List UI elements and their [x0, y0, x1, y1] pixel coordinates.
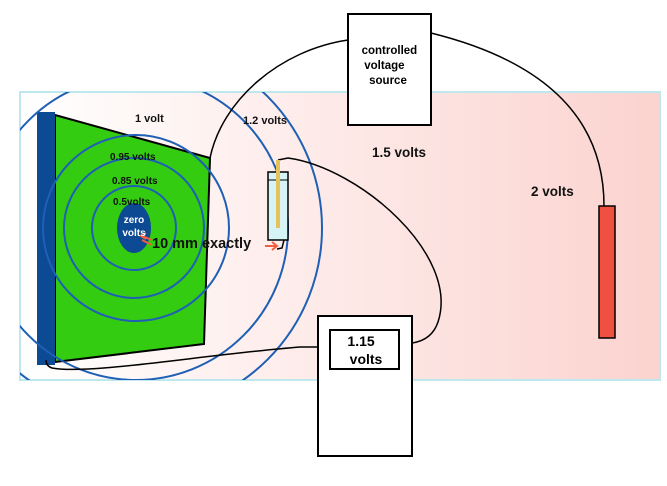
source-label-1: controlled: [362, 45, 418, 57]
label-0.95-volts: 0.95 volts: [110, 152, 156, 163]
equipotential-0.5: [91, 185, 177, 271]
wire-source-to-electrode: [430, 32, 605, 207]
source-label-3: source: [369, 75, 407, 87]
meter-label: 1.15 volts: [347, 333, 382, 367]
source-label: controlled voltage source: [362, 45, 421, 87]
equipotential-0.95: [42, 134, 230, 322]
label-2-volts: 2 volts: [531, 184, 574, 199]
label-1.2-volts: 1.2 volts: [243, 115, 287, 127]
probe-wire-tip: [276, 160, 280, 228]
meter-unit: volts: [350, 351, 383, 367]
probe-tip: [276, 239, 285, 250]
label-0.5-volts: 0.5volts: [113, 197, 151, 208]
label-1-volt: 1 volt: [135, 113, 164, 125]
meter-reading: 1.15: [347, 333, 374, 349]
wire-probe-to-meter: [277, 157, 442, 344]
arrow-icon: [265, 241, 279, 251]
voltmeter-display: [329, 329, 400, 370]
equipotential-0.85: [63, 157, 205, 299]
arrow-icon: [139, 232, 153, 246]
label-0.85-volts: 0.85 volts: [112, 176, 158, 187]
label-zero-volts: volts: [122, 228, 146, 239]
label-1.5-volts: 1.5 volts: [372, 145, 426, 160]
label-distance: 10 mm exactly: [152, 236, 251, 252]
wire-source-to-plate: [209, 39, 349, 159]
equipotential-1.2: [20, 92, 323, 380]
wire-meter-to-plate: [45, 346, 318, 371]
label-zero: zero: [124, 215, 145, 226]
plate-edge-bar: [37, 112, 55, 365]
source-label-2: voltage: [364, 60, 404, 72]
controlled-voltage-source: [347, 13, 432, 126]
two-volt-electrode: [598, 205, 616, 339]
